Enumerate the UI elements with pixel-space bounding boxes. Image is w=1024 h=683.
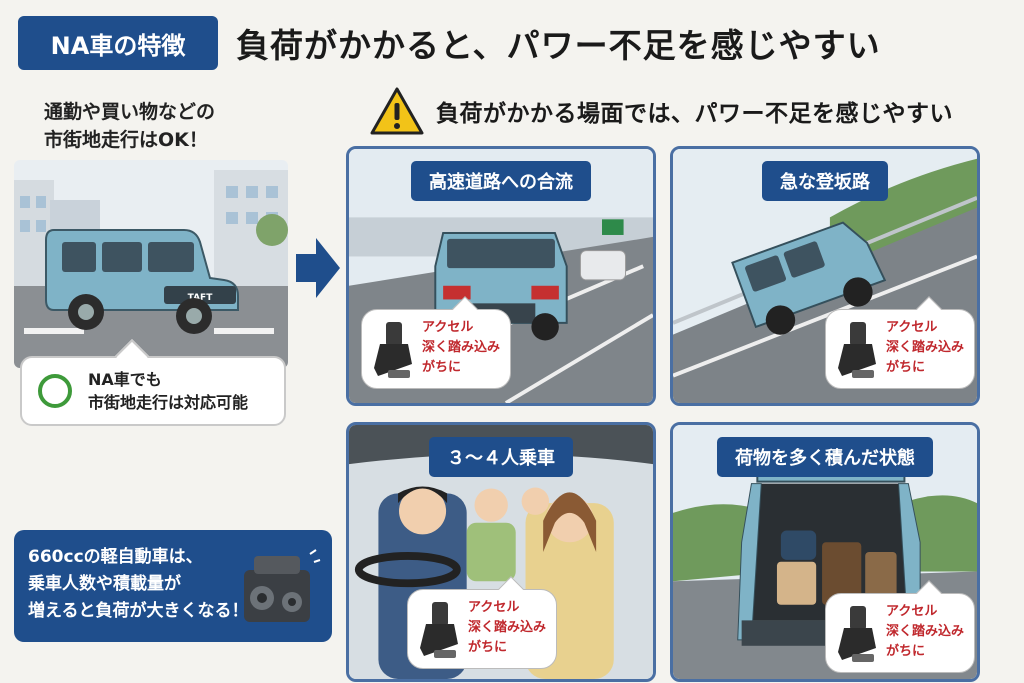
pedal-text: アクセル 深く踏み込み がちに: [886, 602, 964, 662]
engine-note-text: 660ccの軽自動車は、 乗車人数や積載量が 増えると負荷が大きくなる！: [28, 544, 249, 625]
pedal-text-line-1: アクセル: [422, 320, 474, 335]
warning-row: 負荷がかかる場面では、パワー不足を感じやすい: [370, 86, 953, 136]
accelerator-foot-icon: [420, 602, 458, 658]
pedal-text-line-2: 深く踏み込み: [886, 624, 965, 639]
engine-icon: [244, 549, 321, 622]
pedal-text: アクセル 深く踏み込み がちに: [422, 318, 500, 378]
pedal-text-line-2: 深く踏み込み: [468, 620, 547, 635]
arrow-right-icon: [296, 238, 340, 298]
scene-label-highway: 高速道路への合流: [411, 161, 591, 201]
city-ok-note-line-2: 市街地走行はOK！: [44, 129, 208, 151]
pedal-text-line-1: アクセル: [468, 600, 520, 615]
city-driving-illustration: TAFT: [14, 160, 288, 368]
pedal-bubble: アクセル 深く踏み込み がちに: [407, 576, 557, 669]
accelerator-foot-icon: [838, 606, 876, 662]
car-emblem: TAFT: [188, 293, 214, 303]
scene-label-luggage: 荷物を多く積んだ状態: [717, 437, 933, 477]
pedal-text-line-2: 深く踏み込み: [422, 340, 501, 355]
engine-note-line-2: 乗車人数や積載量が: [28, 574, 181, 594]
pedal-text: アクセル 深く踏み込み がちに: [468, 598, 546, 658]
pedal-text-line-3: がちに: [886, 360, 926, 375]
pedal-text-line-1: アクセル: [886, 604, 938, 619]
scene-heavy-luggage: 荷物を多く積んだ状態 アクセル 深く踏み込み がちに: [670, 422, 980, 682]
pedal-text-line-3: がちに: [422, 360, 462, 375]
page-title: 負荷がかかると、パワー不足を感じやすい: [236, 26, 881, 65]
pedal-bubble: アクセル 深く踏み込み がちに: [361, 296, 511, 389]
scene-label-passengers: ３～４人乗車: [429, 437, 573, 477]
city-ok-note-line-1: 通勤や買い物などの: [44, 101, 216, 123]
scene-passengers: ３～４人乗車 アクセル 深く踏み込み がちに: [346, 422, 656, 682]
pedal-text: アクセル 深く踏み込み がちに: [886, 318, 964, 378]
warning-text: 負荷がかかる場面では、パワー不足を感じやすい: [436, 101, 953, 127]
scene-label-uphill: 急な登坂路: [762, 161, 888, 201]
pedal-text-line-2: 深く踏み込み: [886, 340, 965, 355]
accelerator-foot-icon: [838, 322, 876, 378]
ok-text-line-1: NA車でも: [88, 370, 162, 389]
pedal-text-line-3: がちに: [886, 644, 926, 659]
warning-icon: [370, 87, 424, 135]
ok-text-line-2: 市街地走行は対応可能: [88, 393, 249, 412]
feature-badge: NA車の特徴: [18, 16, 218, 70]
city-ok-note: 通勤や買い物などの 市街地走行はOK！: [44, 98, 215, 154]
pedal-text-line-1: アクセル: [886, 320, 938, 335]
pedal-text-line-3: がちに: [468, 640, 508, 655]
ok-bubble: NA車でも 市街地走行は対応可能: [20, 339, 286, 426]
engine-note-line-3: 増えると負荷が大きくなる！: [28, 601, 249, 621]
engine-note-panel: 660ccの軽自動車は、 乗車人数や積載量が 増えると負荷が大きくなる！: [14, 530, 332, 642]
scene-steep-uphill: 急な登坂路 アクセル 深く踏み込み がちに: [670, 146, 980, 406]
ok-circle-icon: [38, 374, 72, 408]
ok-text: NA車でも 市街地走行は対応可能: [88, 368, 248, 414]
pedal-bubble: アクセル 深く踏み込み がちに: [825, 296, 975, 389]
accelerator-foot-icon: [374, 322, 412, 378]
pedal-bubble: アクセル 深く踏み込み がちに: [825, 580, 975, 673]
scene-highway-merge: 高速道路への合流 アクセル 深く踏み込み がちに: [346, 146, 656, 406]
engine-note-line-1: 660ccの軽自動車は、: [28, 547, 203, 567]
